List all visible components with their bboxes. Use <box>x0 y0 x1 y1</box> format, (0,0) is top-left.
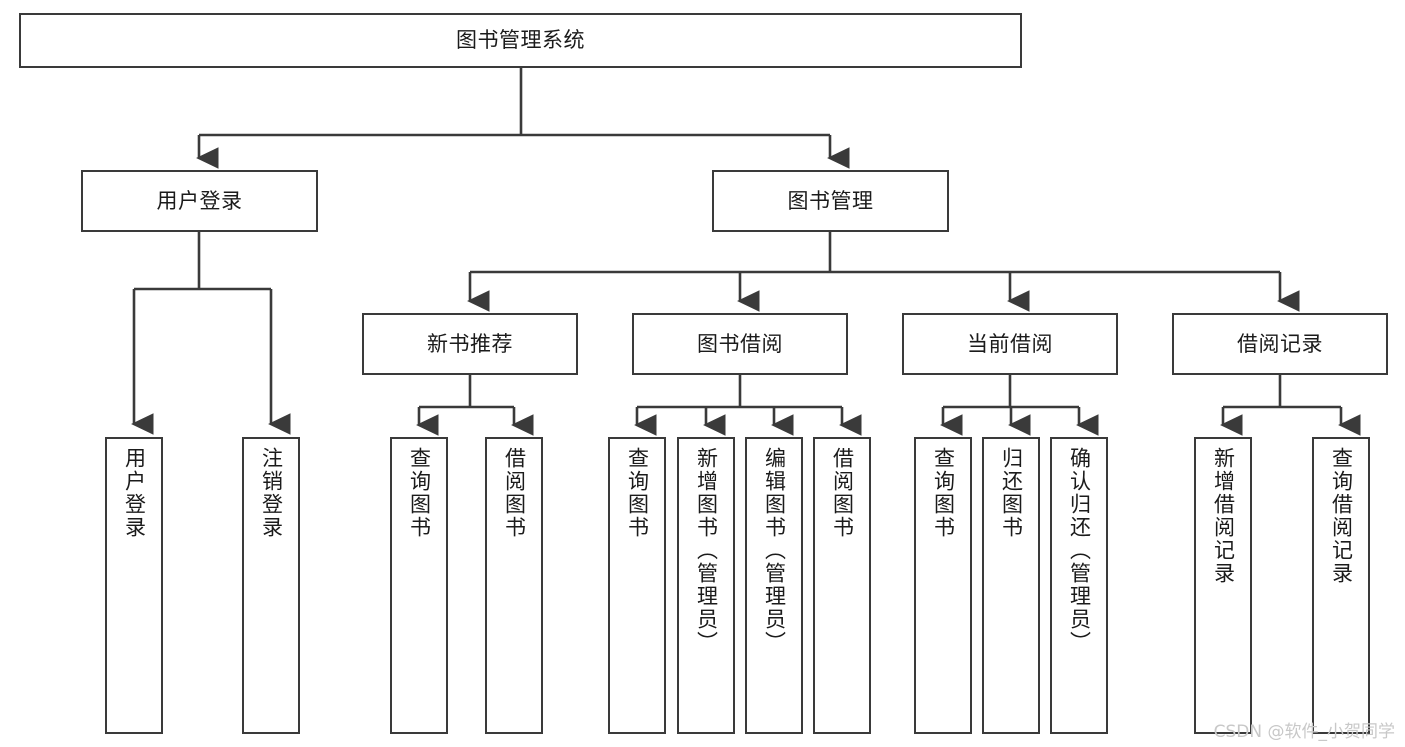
node-user-login[interactable]: 用户登录 <box>81 170 318 232</box>
node-leaf-query-record[interactable]: 查询借阅记录 <box>1312 437 1370 734</box>
node-leaf-edit-book[interactable]: 编辑图书（管理员） <box>745 437 803 734</box>
node-current-borrow-label: 当前借阅 <box>967 331 1053 356</box>
node-leaf-logout-login-label: 注销登录 <box>259 447 284 539</box>
node-leaf-add-book[interactable]: 新增图书（管理员） <box>677 437 735 734</box>
node-leaf-return-book-label: 归还图书 <box>999 447 1024 539</box>
node-book-borrow-label: 图书借阅 <box>697 331 783 356</box>
node-leaf-return-book[interactable]: 归还图书 <box>982 437 1040 734</box>
node-leaf-query-book-3-label: 查询图书 <box>931 447 956 539</box>
node-borrow-record[interactable]: 借阅记录 <box>1172 313 1388 375</box>
node-leaf-user-login-label: 用户登录 <box>122 447 147 539</box>
node-leaf-edit-book-label: 编辑图书（管理员） <box>762 447 787 654</box>
node-leaf-add-record-label: 新增借阅记录 <box>1211 447 1236 585</box>
node-leaf-borrow-book-1[interactable]: 借阅图书 <box>485 437 543 734</box>
node-root-label: 图书管理系统 <box>456 28 585 53</box>
node-leaf-query-book-1-label: 查询图书 <box>407 447 432 539</box>
node-user-login-label: 用户登录 <box>156 188 243 213</box>
node-leaf-borrow-book-1-label: 借阅图书 <box>502 447 527 539</box>
node-leaf-confirm-return[interactable]: 确认归还（管理员） <box>1050 437 1108 734</box>
node-leaf-query-book-1[interactable]: 查询图书 <box>390 437 448 734</box>
node-leaf-confirm-return-label: 确认归还（管理员） <box>1067 447 1092 654</box>
node-book-manage[interactable]: 图书管理 <box>712 170 949 232</box>
node-leaf-user-login[interactable]: 用户登录 <box>105 437 163 734</box>
node-leaf-query-book-2[interactable]: 查询图书 <box>608 437 666 734</box>
node-leaf-query-book-3[interactable]: 查询图书 <box>914 437 972 734</box>
node-leaf-query-record-label: 查询借阅记录 <box>1329 447 1354 585</box>
node-root[interactable]: 图书管理系统 <box>19 13 1022 68</box>
node-current-borrow[interactable]: 当前借阅 <box>902 313 1118 375</box>
node-new-book-recommend-label: 新书推荐 <box>427 331 513 356</box>
node-borrow-record-label: 借阅记录 <box>1237 331 1323 356</box>
node-leaf-borrow-book-2[interactable]: 借阅图书 <box>813 437 871 734</box>
node-leaf-borrow-book-2-label: 借阅图书 <box>830 447 855 539</box>
watermark: CSDN @软件_小贺同学 <box>1213 722 1395 742</box>
node-leaf-add-book-label: 新增图书（管理员） <box>694 447 719 654</box>
node-leaf-logout-login[interactable]: 注销登录 <box>242 437 300 734</box>
node-leaf-query-book-2-label: 查询图书 <box>625 447 650 539</box>
node-book-manage-label: 图书管理 <box>787 188 874 213</box>
node-book-borrow[interactable]: 图书借阅 <box>632 313 848 375</box>
node-new-book-recommend[interactable]: 新书推荐 <box>362 313 578 375</box>
node-leaf-add-record[interactable]: 新增借阅记录 <box>1194 437 1252 734</box>
